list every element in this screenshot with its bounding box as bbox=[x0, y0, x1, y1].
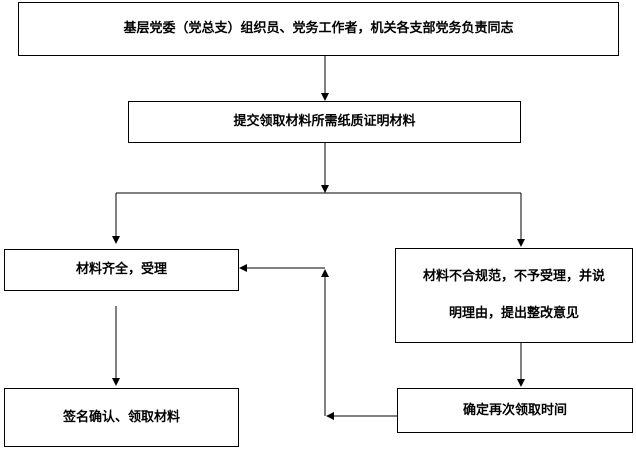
incomplete-line-2: 明理由，提出整改意见 bbox=[448, 305, 579, 321]
box-submit-materials: 提交领取材料所需纸质证明材料 bbox=[128, 101, 521, 143]
box-reschedule: 确定再次领取时间 bbox=[397, 388, 633, 433]
box-sign-collect: 签名确认、领取材料 bbox=[4, 388, 239, 447]
incomplete-line-1: 材料不合规范，不予受理，并说 bbox=[422, 269, 605, 285]
box-applicants: 基层党委（党总支）组织员、党务工作者，机关各支部党务负责同志 bbox=[18, 2, 619, 56]
box-materials-incomplete: 材料不合规范，不予受理，并说 明理由，提出整改意见 bbox=[395, 248, 633, 343]
box-materials-complete: 材料齐全，受理 bbox=[4, 249, 239, 291]
